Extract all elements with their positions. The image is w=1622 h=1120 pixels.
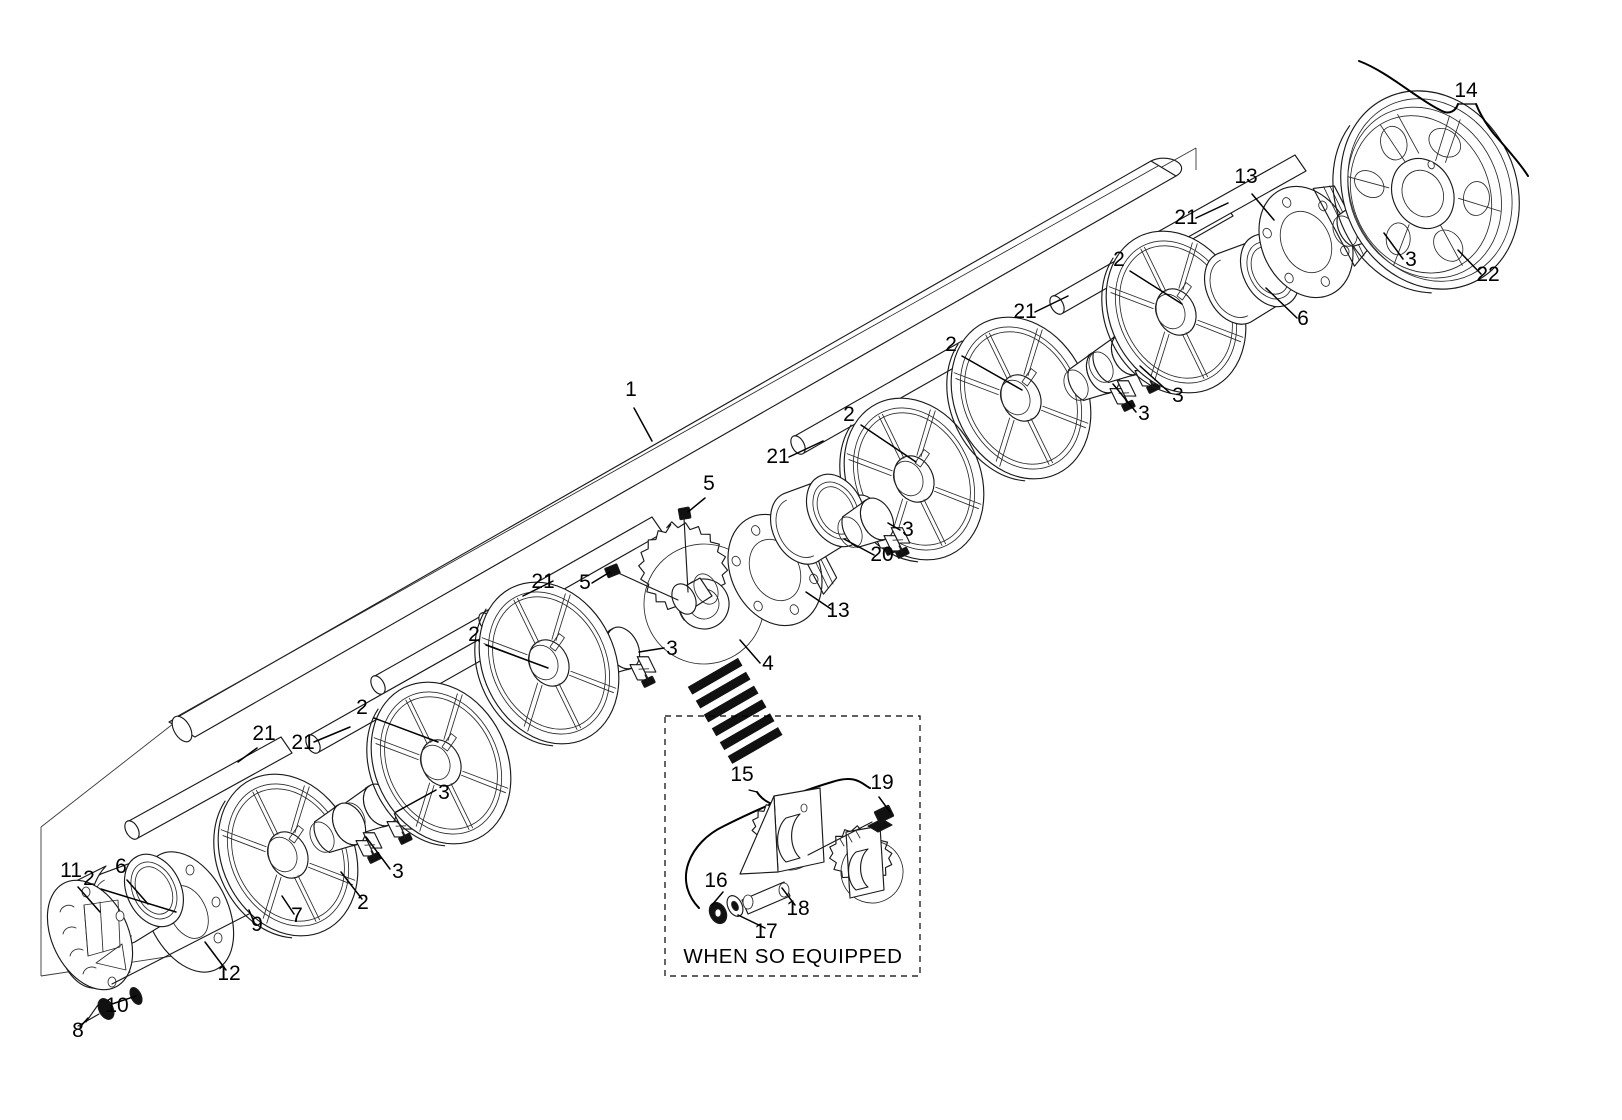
callout-number-21: 21 — [252, 722, 275, 745]
v-belt-pulley — [1332, 90, 1520, 294]
callout-number-21: 21 — [531, 570, 554, 593]
callout-number-21: 21 — [766, 445, 789, 468]
drive-chain — [687, 657, 783, 764]
callout-number-3: 3 — [438, 781, 450, 804]
callout-number-8: 8 — [72, 1019, 84, 1042]
callout-number-2: 2 — [843, 403, 855, 426]
callout-number-5: 5 — [579, 571, 591, 594]
callout-number-17: 17 — [754, 920, 777, 943]
callout-number-layer: 1222222233333334556678910111213131415161… — [60, 79, 1500, 1042]
callout-number-6: 6 — [1297, 307, 1309, 330]
callout-number-3: 3 — [392, 860, 404, 883]
callout-number-16: 16 — [704, 869, 727, 892]
center-sprocket-group — [604, 463, 915, 665]
roller-tube — [124, 736, 293, 840]
callout-number-3: 3 — [1172, 384, 1184, 407]
callout-number-6: 6 — [115, 855, 127, 878]
callout-number-12: 12 — [217, 962, 240, 985]
callout-number-13: 13 — [826, 599, 849, 622]
callout-number-19: 19 — [870, 771, 893, 794]
callout-number-9: 9 — [251, 913, 263, 936]
callout-number-2: 2 — [83, 867, 95, 890]
callout-number-3: 3 — [666, 637, 678, 660]
pulley-stack — [190, 206, 1273, 961]
callout-number-3: 3 — [902, 518, 914, 541]
right-end-assembly — [1192, 90, 1520, 335]
callout-number-2: 2 — [468, 623, 480, 646]
callout-number-11: 11 — [60, 859, 82, 882]
callout-number-21: 21 — [1013, 300, 1036, 323]
callout-number-22: 22 — [1476, 263, 1499, 286]
main-drive-shaft — [168, 157, 1183, 743]
callout-number-2: 2 — [356, 696, 368, 719]
tensioner-arm — [741, 881, 791, 915]
inset-panel: WHEN SO EQUIPPED — [664, 715, 921, 977]
callout-number-5: 5 — [703, 472, 715, 495]
callout-number-21: 21 — [1174, 206, 1197, 229]
callout-number-2: 2 — [357, 891, 369, 914]
callout-number-18: 18 — [786, 897, 809, 920]
callout-number-15: 15 — [730, 763, 753, 786]
assembly-brace-14 — [1358, 60, 1529, 177]
nut — [708, 901, 728, 925]
callout-number-3: 3 — [1138, 402, 1150, 425]
idler-hub-right — [845, 825, 885, 899]
leader-lines — [77, 103, 1482, 1028]
callout-number-14: 14 — [1454, 79, 1478, 102]
callout-number-2: 2 — [1113, 248, 1125, 271]
set-screw — [604, 563, 679, 601]
washer — [726, 895, 744, 917]
callout-number-2: 2 — [945, 333, 957, 356]
bearing-housing — [46, 865, 134, 991]
set-screw — [677, 506, 692, 593]
sprocket-hub — [671, 573, 719, 615]
callout-number-1: 1 — [625, 378, 637, 401]
callout-number-20: 20 — [870, 543, 893, 566]
callout-number-7: 7 — [291, 904, 303, 927]
callout-number-3: 3 — [1405, 248, 1417, 271]
callout-number-13: 13 — [1234, 165, 1257, 188]
lock-nut — [77, 998, 115, 1027]
callout-number-4: 4 — [762, 652, 774, 675]
idler-hub-left — [739, 787, 825, 875]
callout-number-10: 10 — [105, 994, 128, 1017]
callout-number-21: 21 — [291, 731, 314, 754]
inset-caption: WHEN SO EQUIPPED — [683, 945, 902, 968]
